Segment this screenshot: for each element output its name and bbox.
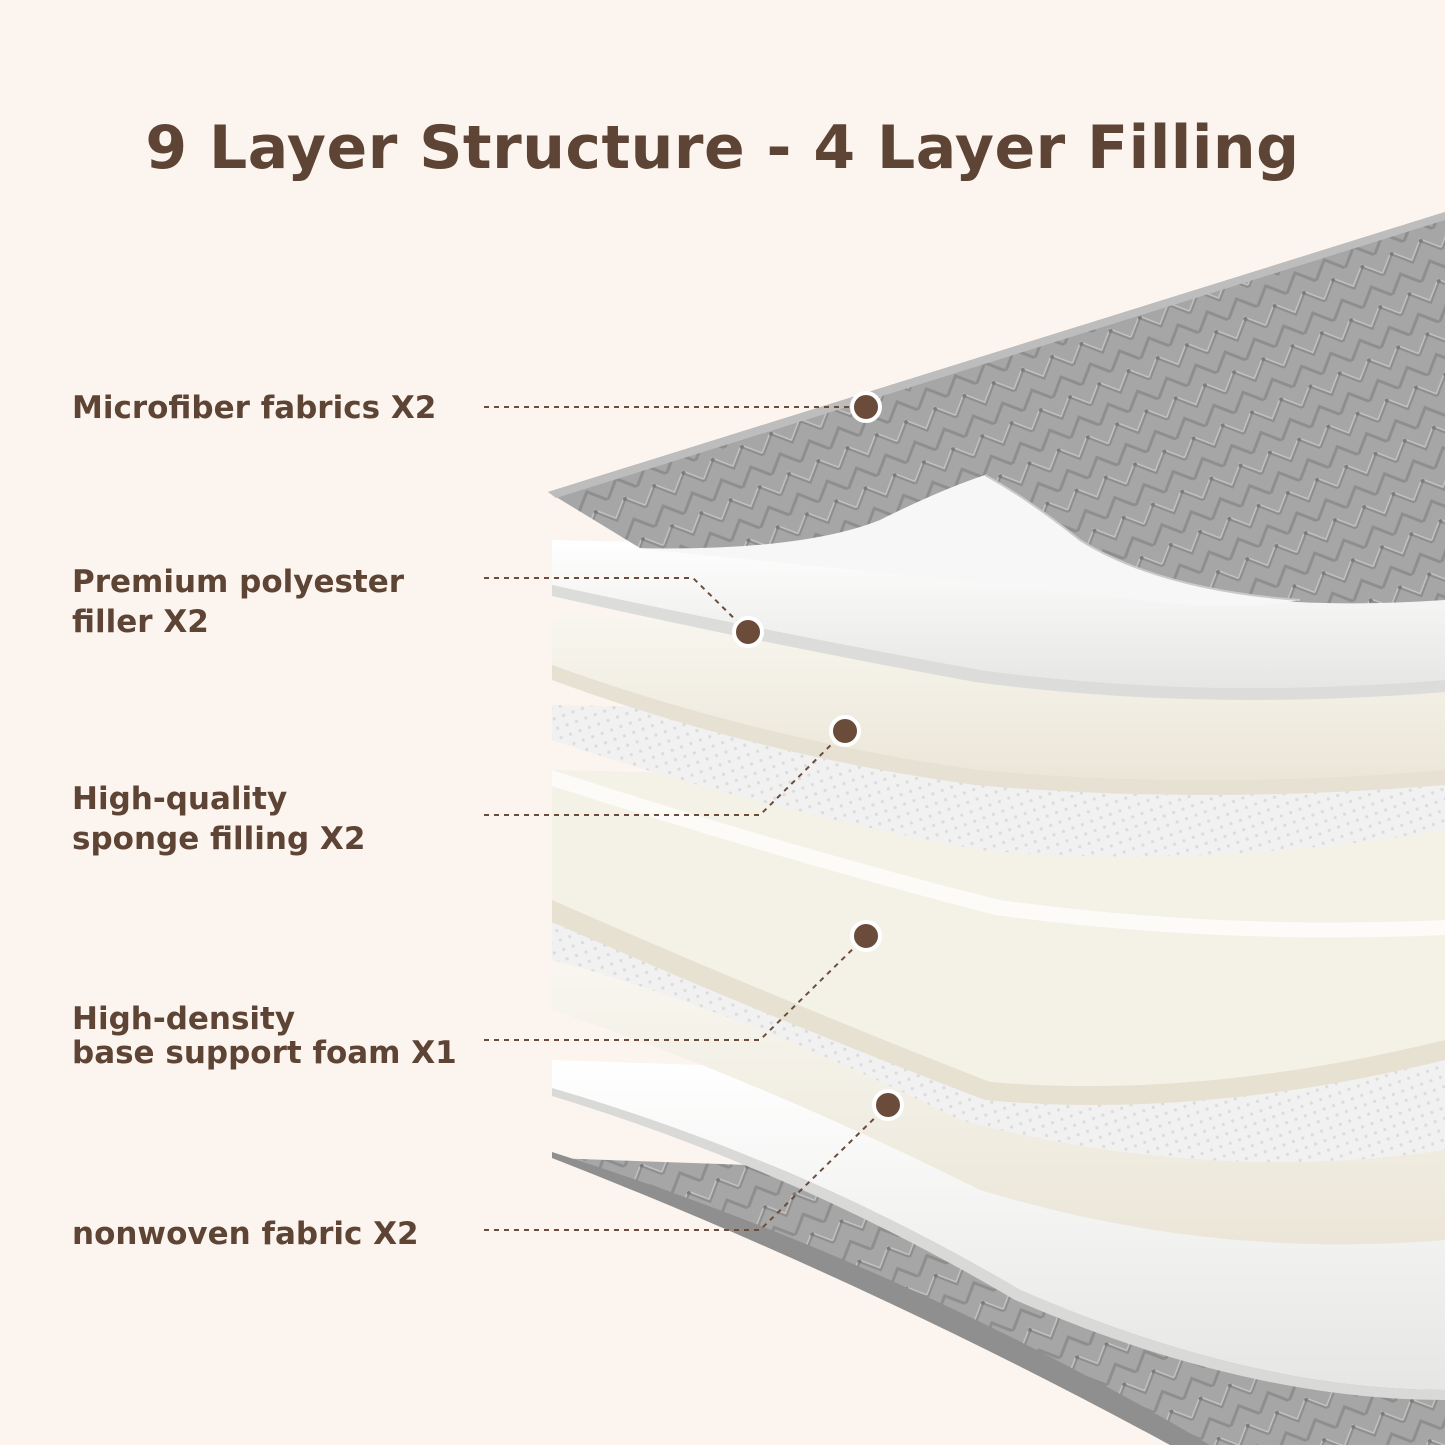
callout-line-nonwoven	[484, 1104, 889, 1231]
label-line: nonwoven fabric X2	[72, 1216, 419, 1252]
label-sponge-filling: High-quality sponge filling X2	[72, 779, 365, 859]
label-microfiber-fabrics: Microfiber fabrics X2	[72, 388, 436, 428]
label-line: Microfiber fabrics X2	[72, 390, 437, 426]
callout-line-sponge	[484, 730, 846, 816]
label-polyester-filler: Premium polyester filler X2	[72, 562, 404, 642]
callout-line-foam	[484, 935, 867, 1041]
label-line: sponge filling X2	[72, 821, 366, 857]
marker-polyester	[732, 616, 764, 648]
callout-line-polyester	[484, 577, 749, 633]
label-line: filler X2	[72, 604, 209, 640]
label-line: base support foam X1	[72, 1035, 457, 1071]
label-base-support-foam: High-density base support foam X1	[72, 1002, 457, 1070]
marker-nonwoven	[872, 1089, 904, 1121]
label-line: High-quality	[72, 781, 288, 817]
label-line: High-density	[72, 1001, 296, 1037]
marker-foam	[850, 920, 882, 952]
marker-sponge	[829, 715, 861, 747]
callout-markers	[732, 391, 904, 1121]
marker-microfiber	[850, 391, 882, 423]
callout-lines	[484, 406, 889, 1231]
page-title: 9 Layer Structure - 4 Layer Filling	[145, 113, 1300, 183]
label-line: Premium polyester	[72, 564, 405, 600]
top-microfiber-fabric-layer	[548, 212, 1445, 606]
label-nonwoven-fabric: nonwoven fabric X2	[72, 1214, 419, 1254]
